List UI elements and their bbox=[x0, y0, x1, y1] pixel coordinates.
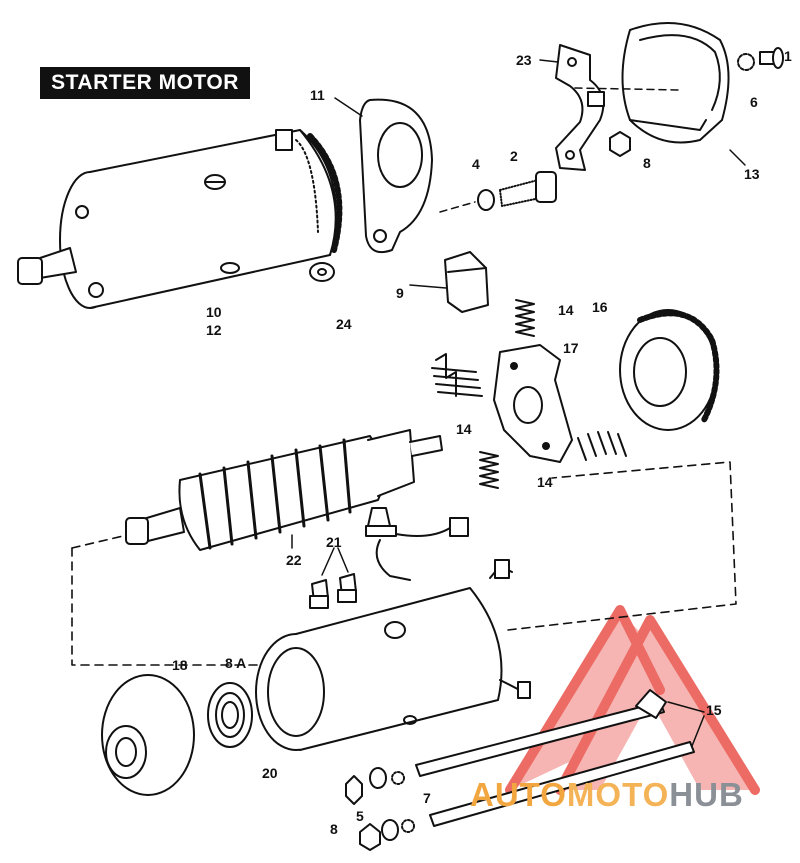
spring-14-left bbox=[431, 353, 483, 397]
screw-1 bbox=[759, 47, 784, 69]
spring-14-right bbox=[577, 431, 627, 461]
nut-8-top bbox=[609, 131, 631, 157]
small-hardware bbox=[345, 767, 415, 851]
part-number-label: 15 bbox=[706, 702, 722, 718]
part-number-label: 14 bbox=[537, 474, 553, 490]
field-frame-20 bbox=[255, 559, 531, 751]
part-number-label: 9 bbox=[396, 285, 404, 301]
part-number-label: 24 bbox=[336, 316, 352, 332]
part-number-label: 13 bbox=[744, 166, 760, 182]
through-bolts-15 bbox=[415, 689, 695, 827]
end-cap-16 bbox=[619, 309, 720, 431]
washer-4 bbox=[477, 189, 495, 211]
motor-housing bbox=[17, 129, 343, 309]
bearing-8a bbox=[207, 682, 253, 748]
part-number-label: 8 A bbox=[225, 655, 247, 671]
cover-band-13 bbox=[621, 21, 730, 144]
part-number-label: 2 bbox=[510, 148, 518, 164]
lockwasher-6 bbox=[737, 53, 755, 71]
bolt-2 bbox=[499, 171, 557, 207]
brush-assembly-21 bbox=[309, 507, 469, 609]
washer-24 bbox=[309, 262, 335, 282]
spring-14-top bbox=[515, 299, 535, 337]
gasket-plate bbox=[359, 98, 433, 254]
part-number-label: 23 bbox=[516, 52, 532, 68]
armature-22 bbox=[125, 429, 443, 551]
part-number-label: 8 bbox=[643, 155, 651, 171]
part-number-label: 10 bbox=[206, 304, 222, 320]
part-number-label: 20 bbox=[262, 765, 278, 781]
logo-hub: HUB bbox=[669, 776, 744, 813]
logo-auto: AUTO bbox=[470, 776, 567, 813]
part-number-label: 7 bbox=[423, 790, 431, 806]
part-number-label: 11 bbox=[310, 87, 325, 103]
spring-14-lower bbox=[479, 451, 499, 489]
end-plate-18 bbox=[101, 674, 195, 796]
part-number-label: 8 bbox=[330, 821, 338, 837]
dashed-frame-right bbox=[507, 461, 737, 631]
diagram-title: STARTER MOTOR bbox=[40, 67, 250, 99]
bracket-23 bbox=[555, 44, 605, 171]
watermark-logo: AUTOMOTOHUB bbox=[470, 770, 744, 820]
cover-9 bbox=[444, 251, 489, 313]
part-number-label: 18 bbox=[172, 657, 188, 673]
part-number-label: 12 bbox=[206, 322, 222, 338]
part-number-label: 22 bbox=[286, 552, 302, 568]
part-number-label: 1 bbox=[784, 48, 792, 64]
part-number-label: 14 bbox=[558, 302, 574, 318]
part-number-label: 16 bbox=[592, 299, 608, 315]
part-number-label: 5 bbox=[356, 808, 364, 824]
part-number-label: 4 bbox=[472, 156, 480, 172]
dashed-frame bbox=[71, 547, 259, 666]
brush-plate-17 bbox=[493, 344, 573, 463]
part-number-label: 14 bbox=[456, 421, 472, 437]
part-number-label: 21 bbox=[326, 534, 342, 550]
logo-moto: MOTO bbox=[566, 776, 670, 813]
part-number-label: 17 bbox=[563, 340, 579, 356]
part-number-label: 6 bbox=[750, 94, 758, 110]
